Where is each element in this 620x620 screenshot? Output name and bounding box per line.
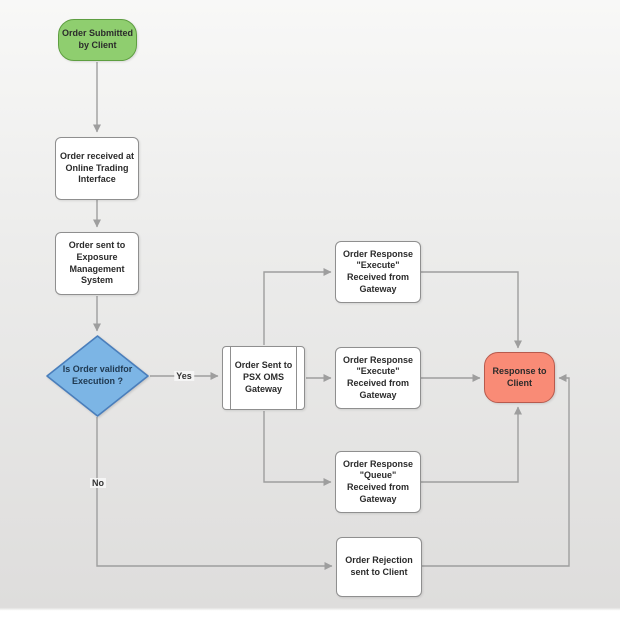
node-response-to-client: Response to Client (484, 352, 555, 403)
node-response-queue: Order Response "Queue" Received from Gat… (335, 451, 421, 513)
edge-rejection-to-response (422, 374, 570, 567)
edge-gateway-to-execute1 (263, 268, 332, 345)
node-order-rejection: Order Rejection sent to Client (336, 537, 422, 597)
subprocess-right-bar (296, 347, 297, 409)
node-order-submitted: Order Submitted by Client (58, 19, 137, 61)
edge-label-no: No (90, 478, 106, 488)
edge-label-yes: Yes (174, 371, 194, 381)
decision-label: Is Order validfor Execution ? (62, 364, 133, 386)
node-order-sent-exposure: Order sent to Exposure Management System (55, 232, 139, 295)
decision-diamond-shape (46, 335, 149, 417)
node-gateway-subprocess: Order Sent to PSX OMS Gateway (222, 346, 305, 410)
subprocess-left-bar (230, 347, 231, 409)
node-order-received: Order received at Online Trading Interfa… (55, 137, 139, 200)
node-response-execute-2: Order Response "Execute" Received from G… (335, 347, 421, 409)
gateway-label: Order Sent to PSX OMS Gateway (234, 360, 293, 394)
node-decision-valid-order: Is Order validfor Execution ? (46, 335, 149, 417)
edge-gateway-to-queue (263, 411, 332, 486)
edge-execute1-to-response (421, 271, 522, 349)
edge-queue-to-response (421, 406, 522, 483)
edge-decision-no-to-rejection (96, 417, 333, 570)
node-response-execute-1: Order Response "Execute" Received from G… (335, 241, 421, 303)
